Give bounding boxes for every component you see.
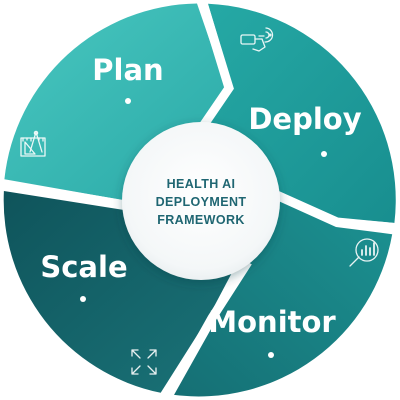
chart-magnifier-icon <box>349 238 379 267</box>
segment-label-plan: Plan <box>92 53 163 87</box>
segment-dot-plan <box>125 98 131 104</box>
center-title-line-2: DEPLOYMENT <box>156 195 247 209</box>
segment-dot-monitor <box>268 352 274 358</box>
ruler-compass-icon <box>20 130 46 157</box>
touch-pointer-icon <box>240 27 274 52</box>
segment-label-deploy: Deploy <box>248 102 361 136</box>
center-title: HEALTH AI DEPLOYMENT FRAMEWORK <box>156 177 247 227</box>
segment-label-scale: Scale <box>40 250 127 284</box>
center-title-line-3: FRAMEWORK <box>157 213 245 227</box>
expand-arrows-icon <box>131 349 157 375</box>
center-title-line-1: HEALTH AI <box>167 177 236 191</box>
segment-dot-deploy <box>321 151 327 157</box>
segment-monitor <box>171 199 393 397</box>
center-circle <box>122 122 280 280</box>
segment-label-monitor: Monitor <box>208 305 336 339</box>
segment-dot-scale <box>80 296 86 302</box>
segment-scale <box>3 191 236 393</box>
